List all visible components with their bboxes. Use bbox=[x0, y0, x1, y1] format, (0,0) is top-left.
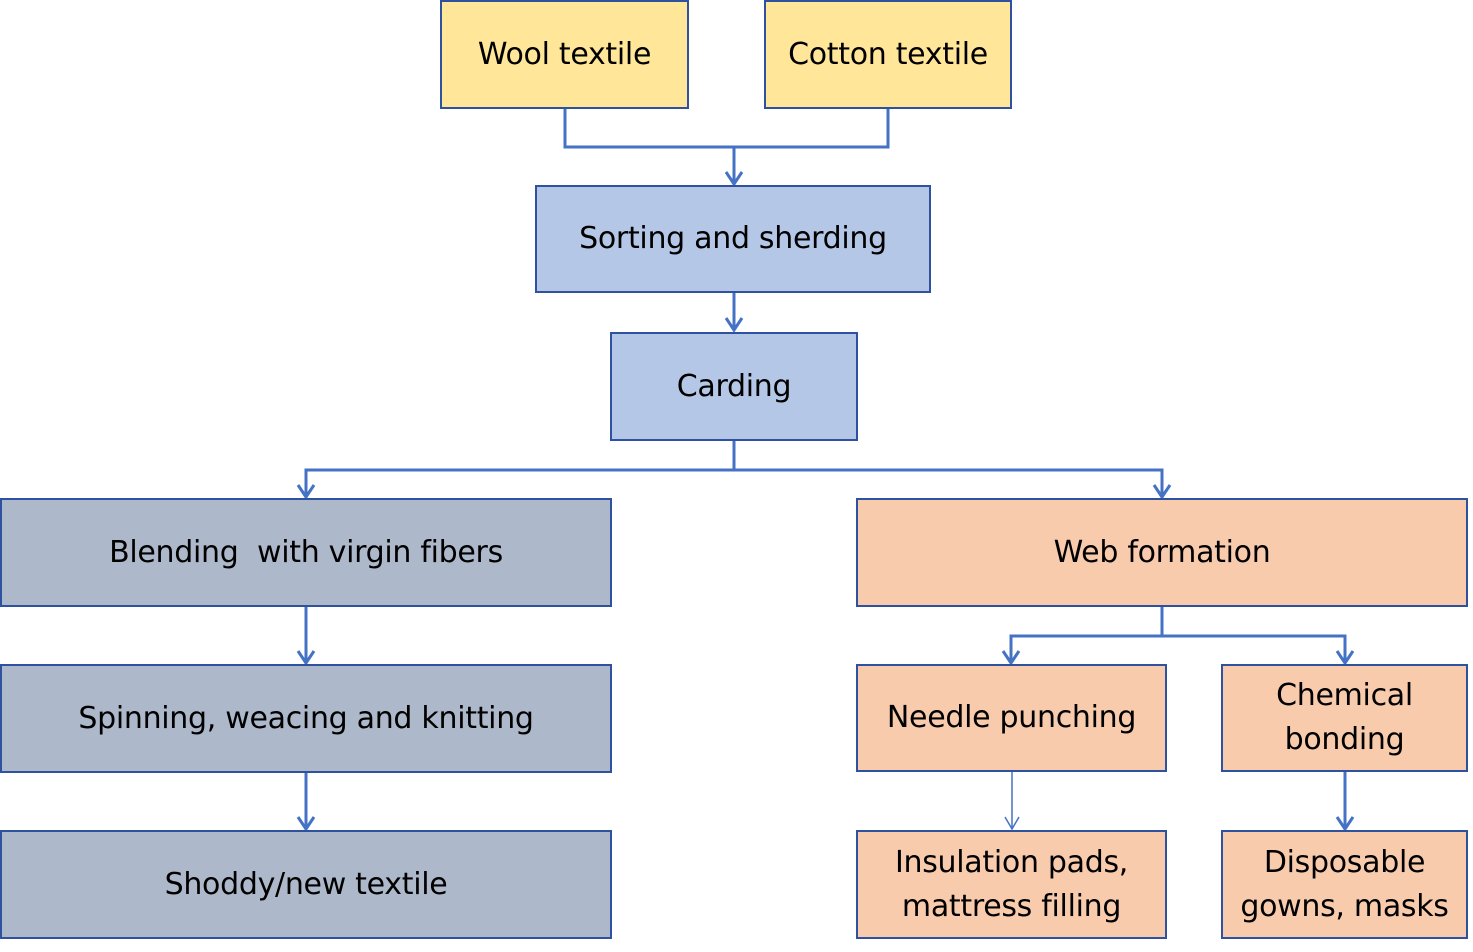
node-label: Web formation bbox=[1053, 534, 1271, 570]
node-label: Sorting and sherding bbox=[579, 221, 887, 256]
arrowhead-insulation bbox=[1004, 816, 1020, 831]
connector-wool-to-sorting bbox=[563, 108, 734, 149]
node-label: Blending with virgin fibers bbox=[109, 534, 503, 570]
node-insulation-pads: Insulation pads, mattress filling bbox=[856, 830, 1167, 939]
node-label: Shoddy/new textile bbox=[164, 866, 448, 902]
node-carding: Carding bbox=[610, 332, 858, 441]
node-label: Disposable gowns, masks bbox=[1240, 844, 1449, 924]
connector-carding-to-web bbox=[734, 468, 1164, 496]
connector-carding-to-blending bbox=[304, 468, 734, 496]
arrowhead-web bbox=[1152, 484, 1172, 500]
node-label: Insulation pads, mattress filling bbox=[894, 844, 1129, 924]
connector-web-to-needle bbox=[1009, 634, 1162, 662]
connector-cotton-to-sorting bbox=[734, 108, 890, 149]
node-cotton-textile: Cotton textile bbox=[764, 0, 1012, 109]
node-label: Carding bbox=[676, 368, 792, 404]
arrowhead-shoddy bbox=[296, 816, 316, 832]
arrowhead-carding bbox=[724, 317, 744, 333]
node-shoddy-new-textile: Shoddy/new textile bbox=[0, 830, 612, 939]
node-wool-textile: Wool textile bbox=[440, 0, 689, 109]
connector-web-to-chemical bbox=[1162, 634, 1347, 662]
node-label: Spinning, weacing and knitting bbox=[78, 700, 534, 736]
arrowhead-blending bbox=[296, 484, 316, 500]
arrowhead-spinning bbox=[296, 650, 316, 666]
node-label: Wool textile bbox=[477, 36, 652, 72]
node-needle-punching: Needle punching bbox=[856, 664, 1167, 772]
node-label: Chemical bonding bbox=[1276, 678, 1413, 757]
node-chemical-bonding: Chemical bonding bbox=[1221, 664, 1468, 772]
node-label: Needle punching bbox=[886, 700, 1137, 735]
node-label: Cotton textile bbox=[788, 36, 988, 72]
arrowhead-disposable bbox=[1335, 816, 1355, 832]
node-disposable-gowns: Disposable gowns, masks bbox=[1221, 830, 1468, 939]
arrowhead-sorting bbox=[724, 171, 744, 187]
node-spinning-weaving-knitting: Spinning, weacing and knitting bbox=[0, 664, 612, 773]
node-web-formation: Web formation bbox=[856, 498, 1468, 607]
arrowhead-needle bbox=[1001, 650, 1021, 666]
node-blending-with-virgin-fibers: Blending with virgin fibers bbox=[0, 498, 612, 607]
arrowhead-chemical bbox=[1335, 650, 1355, 666]
node-sorting-and-sherding: Sorting and sherding bbox=[535, 185, 931, 293]
